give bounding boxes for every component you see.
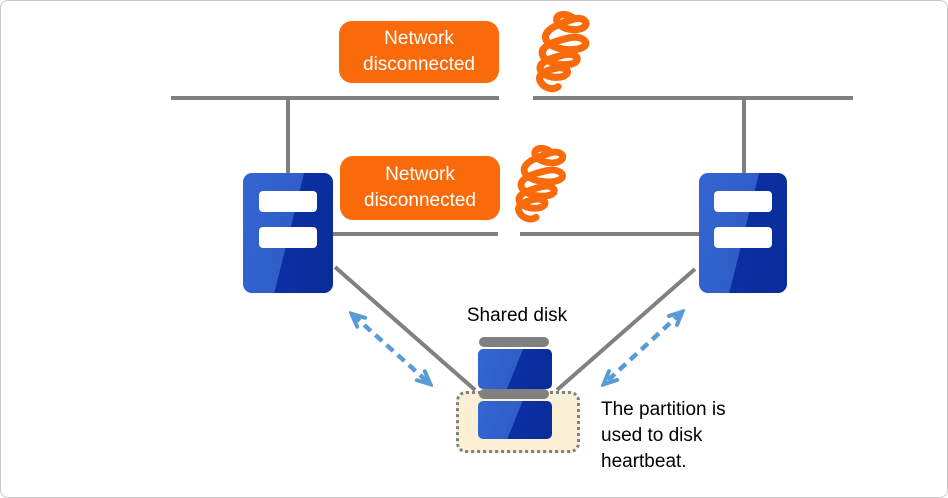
partition-note: The partition is used to disk heartbeat. bbox=[601, 399, 726, 472]
shared-disk-label: Shared disk bbox=[466, 305, 568, 326]
network-line-top-left bbox=[171, 96, 499, 100]
server-link-line-right bbox=[742, 98, 746, 174]
server-slot bbox=[714, 227, 772, 248]
network-line-top-right bbox=[533, 96, 853, 100]
network-line-mid-left bbox=[333, 232, 498, 236]
disk-heartbeat-arrow-right-icon bbox=[605, 313, 681, 383]
network-disconnected-badge-1: Network disconnected bbox=[339, 21, 499, 83]
network-disconnected-label-1: Network disconnected bbox=[363, 28, 475, 75]
disk-link-line-right bbox=[555, 267, 697, 392]
network-disconnected-label-2: Network disconnected bbox=[364, 164, 476, 211]
disconnect-coil-icon-1 bbox=[536, 11, 590, 93]
shared-disk-icon-body-top bbox=[478, 349, 552, 389]
network-disconnected-badge-2: Network disconnected bbox=[340, 156, 500, 220]
shared-disk-icon-cap-bottom bbox=[479, 389, 549, 399]
server-icon-left bbox=[243, 173, 333, 293]
shared-disk-icon-cap-top bbox=[479, 337, 549, 347]
shared-disk-icon-body-partition bbox=[478, 401, 552, 439]
server-link-line-left bbox=[286, 98, 290, 174]
server-slot bbox=[259, 227, 317, 248]
server-slot bbox=[714, 191, 772, 212]
server-slot bbox=[259, 191, 317, 212]
network-line-mid-right bbox=[520, 232, 702, 236]
server-icon-right bbox=[699, 173, 787, 293]
disk-heartbeat-arrow-left-icon bbox=[353, 315, 429, 383]
disconnect-coil-icon-2 bbox=[515, 145, 567, 223]
